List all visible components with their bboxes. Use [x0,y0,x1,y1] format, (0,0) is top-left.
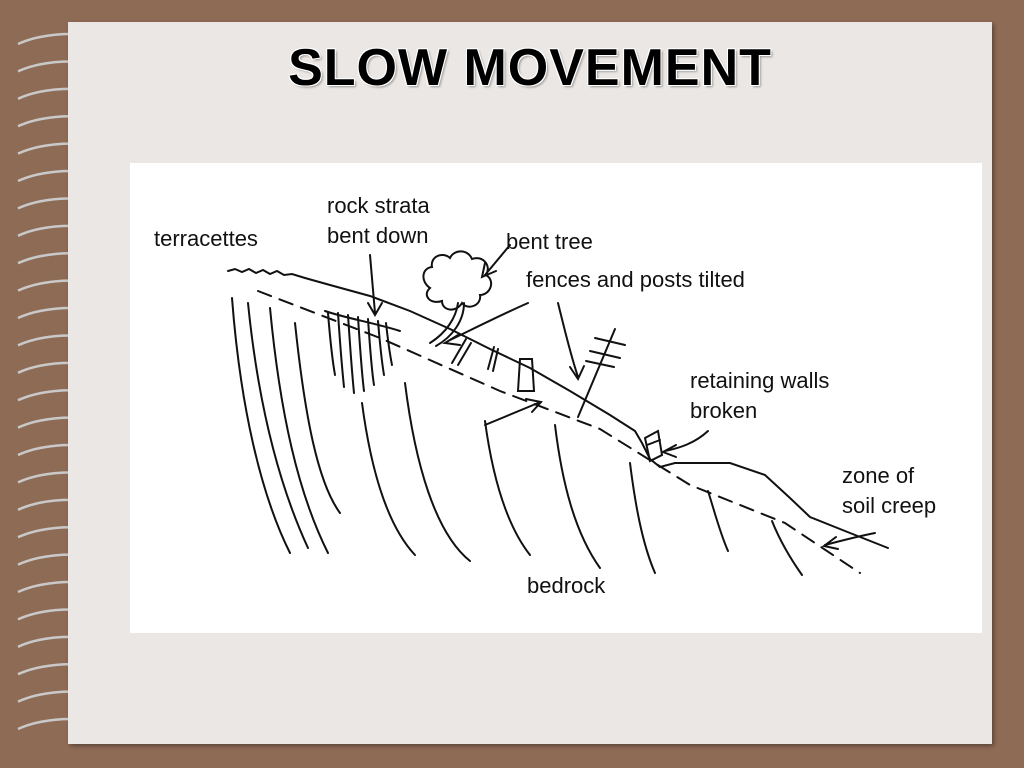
ground-surface [227,267,889,549]
bent-strata [337,312,345,388]
bent-strata [324,310,401,332]
slide-title: SLOW MOVEMENT [288,39,772,97]
arrow-retaining [660,430,709,458]
soil-creep-diagram: terracettes rock strata bent down bent t… [130,163,982,633]
telegraph-pole [577,328,616,418]
strata-line [484,420,531,556]
strata-line [231,297,291,554]
bent-strata [357,316,365,392]
strata-line [247,302,309,549]
tree-trunk [435,302,465,347]
diagram-drawing [227,244,889,576]
strata-line [629,462,656,574]
label-terracettes: terracettes [154,226,258,251]
label-rock-strata-1: rock strata [327,193,430,218]
tree-trunk [429,302,459,344]
arrow-fences [442,302,529,346]
strata-line [554,424,601,569]
bent-strata [327,312,336,376]
bedrock-boundary [257,290,861,574]
arrow-bent-tree [480,244,511,279]
tilted-post [516,358,536,392]
strata-line [361,402,416,556]
bent-strata [367,318,375,386]
arrow-telegraph [557,302,585,382]
label-bedrock: bedrock [527,573,606,598]
label-zone-2: soil creep [842,493,937,518]
arrow-rock-strata [367,254,383,317]
strata-line [269,307,329,554]
bent-strata [347,314,355,394]
label-rock-strata-2: bent down [327,223,429,248]
label-fences-posts: fences and posts tilted [526,267,745,292]
fence-post [451,338,472,366]
telegraph-pole-arm [585,337,626,368]
strata-line [771,520,803,576]
strata-line [707,490,729,552]
retaining-wall [643,429,664,463]
label-zone-1: zone of [842,463,915,488]
label-retaining-walls-1: retaining walls [690,368,830,393]
strata-line [294,322,341,514]
label-bent-tree: bent tree [506,229,593,254]
label-retaining-walls-2: broken [690,398,758,423]
arrow-zone [821,532,876,550]
strata-line [404,382,471,562]
tree-crown [422,250,493,311]
bent-strata [377,320,385,376]
arrow-bedrock [484,398,543,426]
fence-post [487,346,499,372]
